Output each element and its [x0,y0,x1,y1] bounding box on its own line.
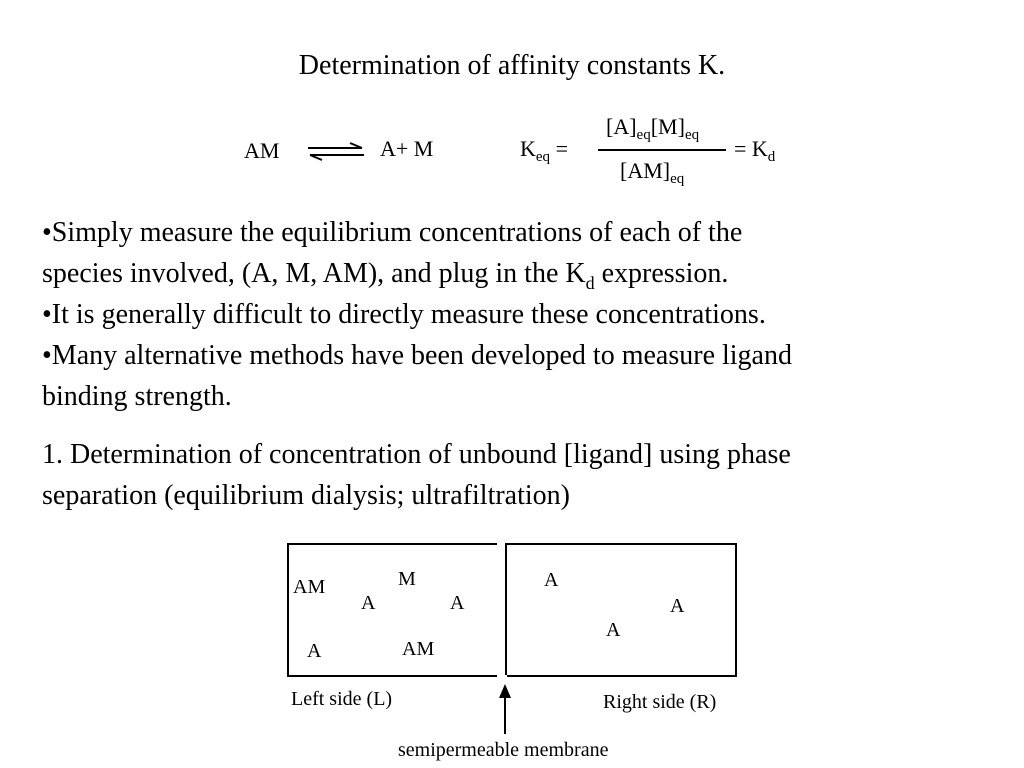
molecule-am: AM [402,638,435,660]
bullet-1-line-1: •Simply measure the equilibrium concentr… [42,217,743,248]
equilibrium-arrows-icon [308,142,364,161]
fraction-denominator: [AM]eq [620,158,685,187]
membrane-arrow-icon [499,684,511,734]
bullet-1-line-2: species involved, (A, M, AM), and plug i… [42,258,729,293]
bullet-3-line-1: •Many alternative methods have been deve… [42,340,792,371]
keq-label: Keq = [520,136,568,165]
semipermeable-membrane [505,543,507,675]
products-a-m: A+ M [380,136,434,161]
molecule-a: A [307,640,322,662]
bullet-2: •It is generally difficult to directly m… [42,299,766,330]
slide-title: Determination of affinity constants K. [298,50,726,81]
molecule-am: AM [293,576,326,598]
right-side-label: Right side (R) [603,691,717,713]
molecule-a: A [670,595,685,617]
molecule-m: M [398,568,416,590]
molecule-a: A [544,569,559,591]
kd-result: = Kd [734,136,776,165]
molecule-a: A [361,592,376,614]
left-compartment [287,543,497,677]
bullet-3-line-2: binding strength. [42,381,232,412]
molecule-a: A [606,619,621,641]
method-line-2: separation (equilibrium dialysis; ultraf… [42,480,570,511]
left-side-label: Left side (L) [291,688,393,710]
membrane-label: semipermeable membrane [398,739,609,761]
reactant-am: AM [244,138,280,163]
molecule-a: A [450,592,465,614]
fraction-bar [598,149,726,151]
method-line-1: 1. Determination of concentration of unb… [42,439,791,470]
right-compartment [507,543,737,677]
fraction-numerator: [A]eq[M]eq [606,114,700,143]
